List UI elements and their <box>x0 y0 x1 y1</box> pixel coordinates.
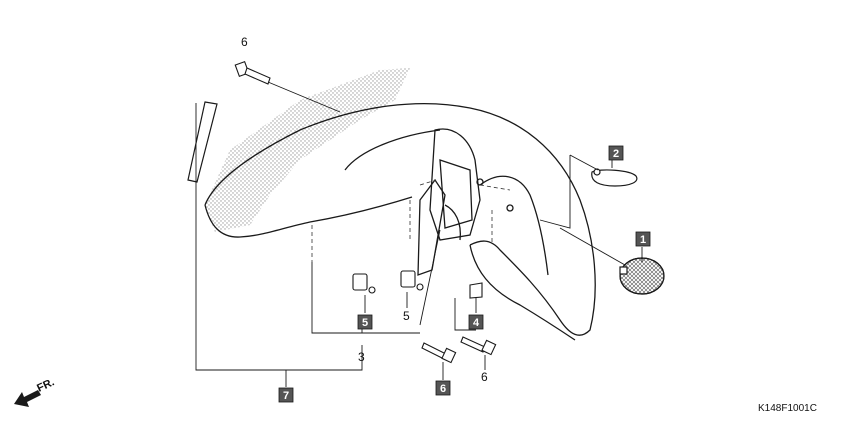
emblem-sticker <box>187 101 218 183</box>
direction-label: FR. <box>35 376 56 394</box>
callout-bracket: 3 <box>358 350 365 364</box>
reflector-part <box>619 257 665 295</box>
bolt-bottom-left <box>421 342 457 364</box>
bolt-top <box>234 60 271 85</box>
callout-bolt-right: 6 <box>481 370 488 384</box>
callout-bolt-top: 6 <box>241 35 248 49</box>
clip-part <box>591 168 638 187</box>
boxed-callout-clip: 2 <box>608 145 624 161</box>
svg-text:2: 2 <box>613 148 619 160</box>
front-fender <box>204 102 596 341</box>
boxed-callout-bolt: 6 <box>435 380 451 396</box>
arrow-icon: FR. <box>14 376 56 407</box>
diagram-code: K148F1001C <box>758 403 817 414</box>
leader-lines <box>195 103 643 387</box>
nut-parts <box>352 270 424 294</box>
boxed-callout-reflector: 1 <box>635 231 651 247</box>
boxed-callout-grommet: 4 <box>468 314 484 330</box>
decal-pattern <box>205 68 410 232</box>
leader-bolt-top <box>267 81 341 113</box>
boxed-callout-nut: 5 <box>357 314 373 330</box>
dashed-leaders <box>311 179 511 262</box>
svg-text:6: 6 <box>440 383 446 395</box>
svg-text:7: 7 <box>283 390 289 402</box>
boxed-callout-emblem: 7 <box>278 387 294 403</box>
svg-text:1: 1 <box>640 234 646 246</box>
bolt-bottom-right <box>460 336 497 356</box>
svg-text:5: 5 <box>362 317 368 329</box>
callout-nut-plain: 5 <box>403 309 410 323</box>
grommet-small <box>469 282 483 299</box>
svg-text:4: 4 <box>473 317 480 329</box>
